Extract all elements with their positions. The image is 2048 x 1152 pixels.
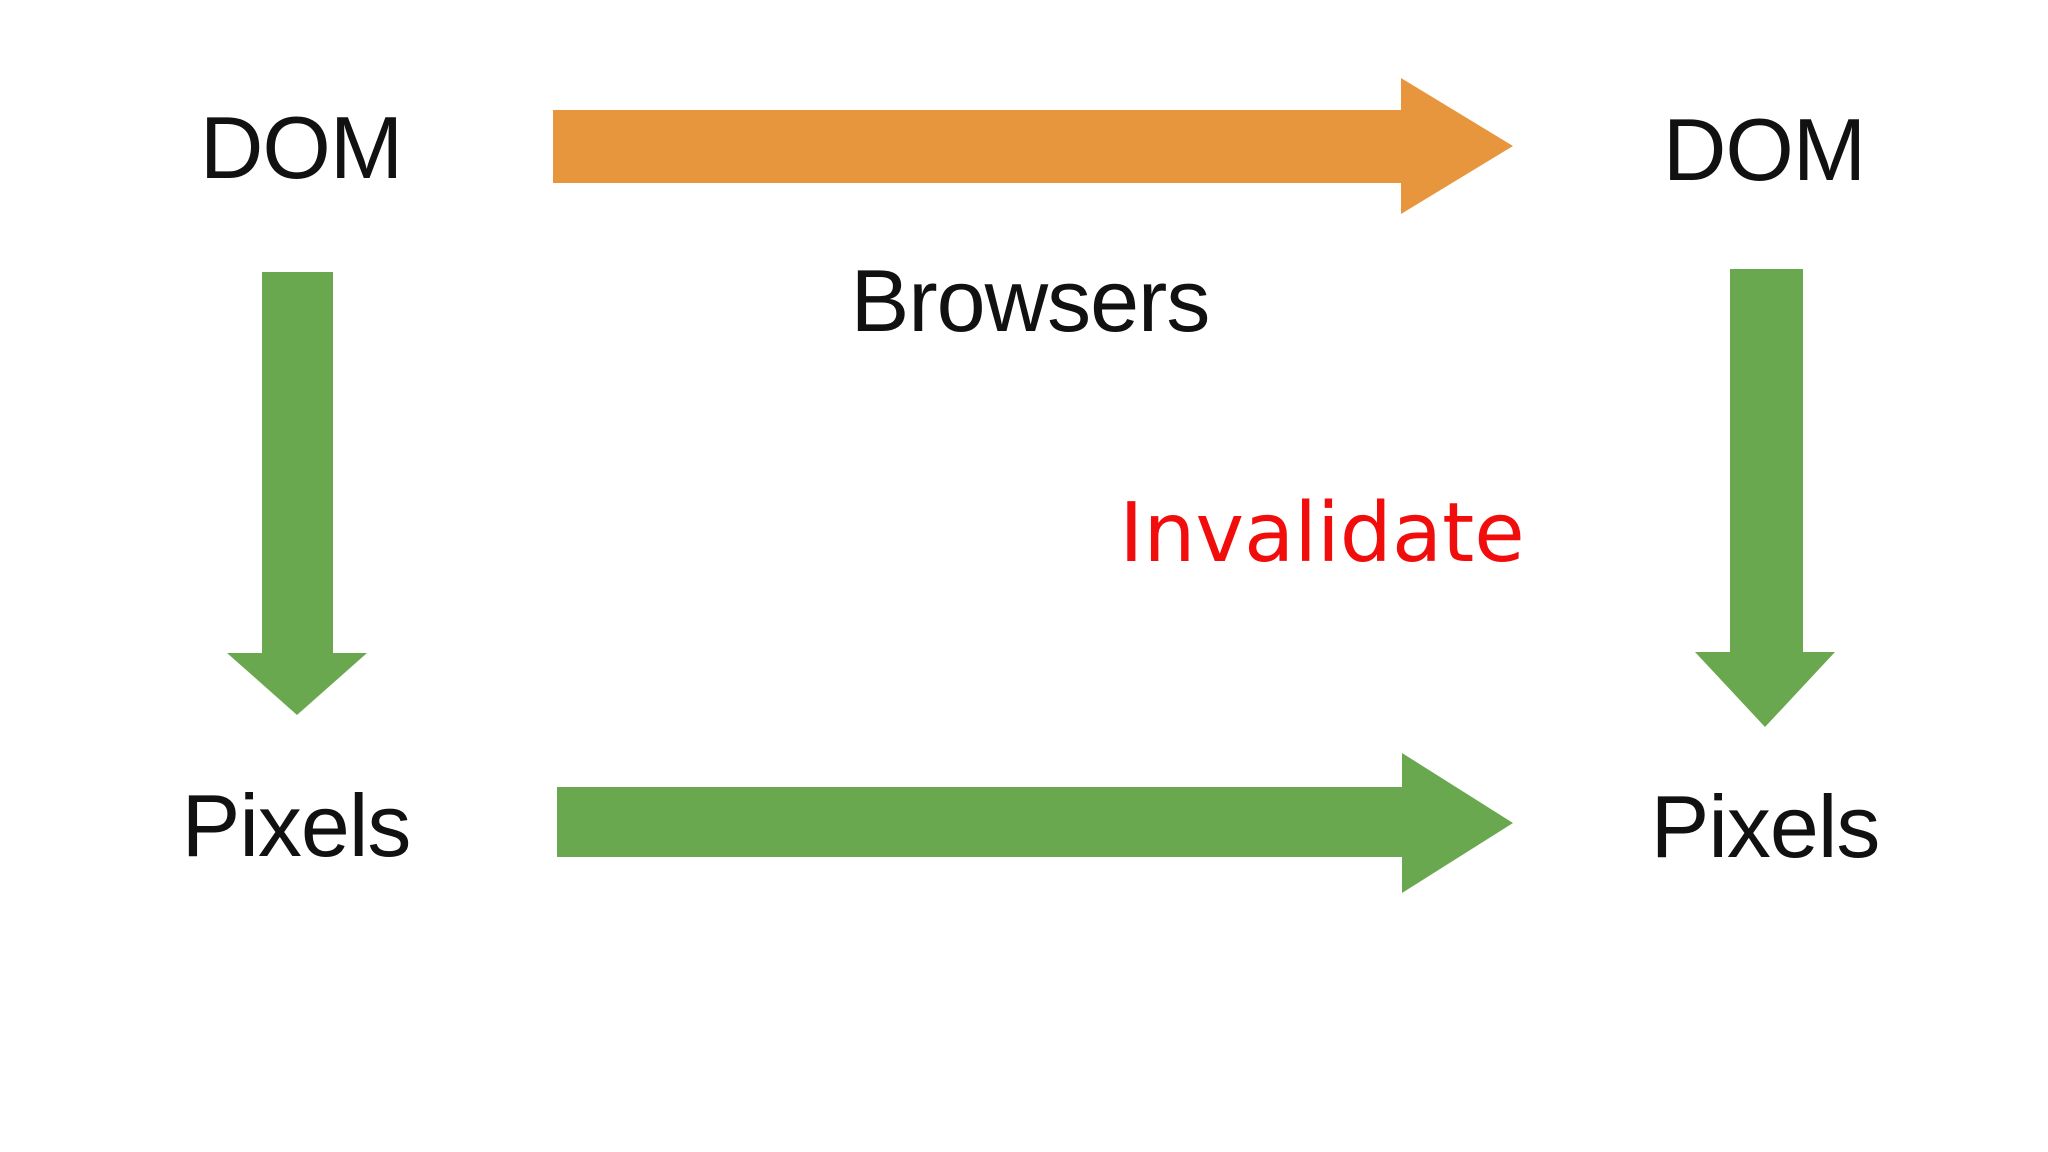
- invalidate-annotation: Invalidate: [1119, 486, 1525, 581]
- arrow-shaft: [557, 787, 1403, 857]
- arrow-shaft: [262, 272, 333, 654]
- pixels-to-pixels-arrow: [557, 753, 1513, 893]
- dom-to-pixels-arrow-left: [227, 272, 367, 715]
- browsers-edge-label: Browsers: [850, 251, 1211, 350]
- dom-to-dom-arrow: [553, 78, 1513, 214]
- right-arrowhead-icon: [1401, 78, 1513, 214]
- down-arrowhead-icon: [1695, 652, 1835, 727]
- node-pixels-bottom-right: Pixels: [1650, 777, 1881, 876]
- arrow-shaft: [553, 110, 1402, 183]
- dom-to-pixels-arrow-right: [1695, 269, 1835, 727]
- down-arrowhead-icon: [227, 653, 367, 715]
- right-arrowhead-icon: [1402, 753, 1513, 893]
- arrow-shaft: [1730, 269, 1803, 653]
- node-pixels-bottom-left: Pixels: [181, 776, 412, 875]
- node-dom-top-right: DOM: [1662, 100, 1866, 199]
- node-dom-top-left: DOM: [199, 98, 403, 197]
